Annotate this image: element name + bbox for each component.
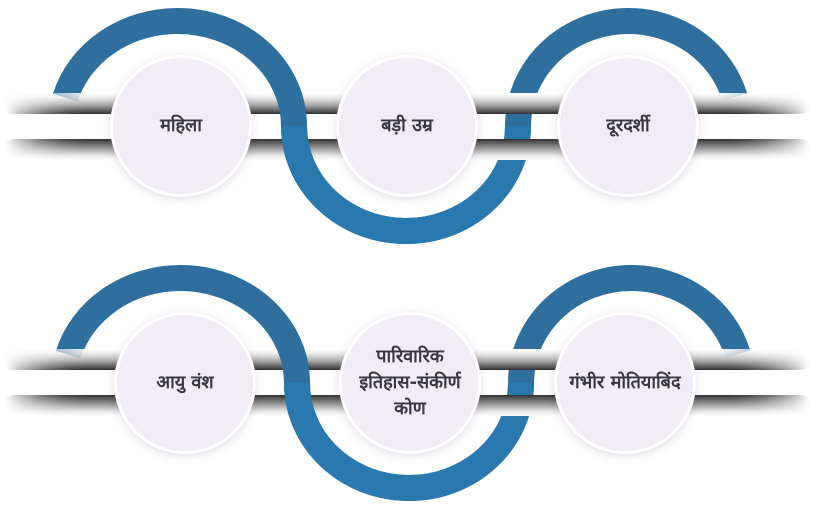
chain-row-1: महिला बड़ी उम्र दूरदर्शी (5, 8, 810, 244)
node-label: महिला (160, 114, 202, 136)
node-label: बड़ी उम्र (381, 114, 433, 136)
node-circle-female: महिला (110, 55, 252, 197)
node-label: गंभीर मोतियाबिंद (569, 371, 681, 393)
chain-row-2: आयु वंश पारिवारिक इतिहास-संकीर्ण कोण गंभ… (0, 256, 815, 510)
node-label: आयु वंश (156, 371, 214, 393)
node-circle-family-history-narrow-angle: पारिवारिक इतिहास-संकीर्ण कोण (339, 312, 481, 454)
node-circle-severe-cataract: गंभीर मोतियाबिंद (554, 312, 696, 454)
ribbon-wave (48, 8, 752, 244)
node-label: पारिवारिक इतिहास-संकीर्ण कोण (359, 345, 461, 420)
node-circle-farsighted: दूरदर्शी (557, 55, 699, 197)
node-circle-age-heredity: आयु वंश (114, 312, 256, 454)
node-label: दूरदर्शी (606, 114, 650, 136)
ribbon-wave (51, 265, 755, 501)
ribbon-dip-arc (284, 382, 534, 501)
node-circle-older-age: बड़ी उम्र (336, 55, 478, 197)
ribbon-dip-arc (281, 125, 531, 244)
